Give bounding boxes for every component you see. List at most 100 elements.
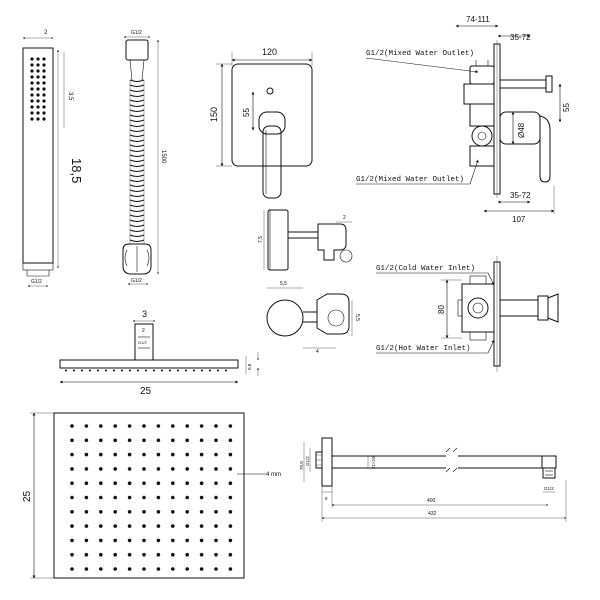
head-top-nozzle bbox=[127, 524, 132, 528]
head-top-nozzle bbox=[171, 524, 175, 528]
head-top-nozzle bbox=[156, 552, 161, 557]
head-top-nozzle bbox=[156, 567, 161, 571]
head-top-nozzle bbox=[171, 424, 175, 428]
head-top-nozzle bbox=[185, 424, 189, 428]
holder-side-drawing: 7,5 2 bbox=[258, 209, 353, 271]
arm-flange-diameter-label: 70,0 bbox=[299, 461, 304, 470]
head-top-nozzle bbox=[99, 538, 103, 543]
hand-shower-nozzle bbox=[36, 87, 40, 91]
head-top-nozzle bbox=[185, 481, 189, 486]
head-top-nozzle bbox=[199, 495, 204, 500]
head-top-nozzle bbox=[113, 495, 117, 500]
head-top-nozzle bbox=[156, 452, 161, 457]
arm-length-label: 400 bbox=[427, 498, 436, 504]
head-top-nozzle bbox=[127, 452, 132, 457]
head-side-nozzle bbox=[137, 369, 139, 372]
head-top-nozzle bbox=[113, 467, 117, 471]
mixer-front-drawing: 120 150 55 bbox=[209, 47, 313, 199]
head-top-nozzle bbox=[185, 552, 189, 557]
head-top-nozzle bbox=[99, 495, 103, 500]
head-top-nozzle bbox=[228, 495, 233, 500]
cold-inlet-label: G1/2(Cold Water Inlet) bbox=[376, 265, 475, 273]
head-top-nozzle bbox=[199, 452, 204, 457]
hot-inlet-label: G1/2(Hot Water Inlet) bbox=[376, 345, 471, 353]
head-side-nozzle bbox=[153, 369, 155, 372]
head-top-nozzle bbox=[214, 467, 218, 471]
head-top-nozzle bbox=[99, 424, 103, 428]
head-top-nozzle bbox=[156, 438, 161, 443]
head-top-nozzle bbox=[199, 538, 204, 543]
hose-spiral bbox=[129, 79, 145, 244]
head-side-nozzle bbox=[113, 369, 115, 372]
hand-shower-nozzle bbox=[42, 99, 46, 103]
head-top-nozzle bbox=[214, 438, 218, 443]
head-top-nozzle bbox=[84, 552, 89, 557]
head-top-nozzle bbox=[214, 424, 218, 428]
head-top-nozzle bbox=[127, 567, 132, 571]
hand-shower-nozzle bbox=[30, 75, 34, 79]
mixer-wall-range-top-label: 35-72 bbox=[510, 33, 531, 42]
hand-shower-drawing: 2 3,5 18,5 G1/2 bbox=[22, 30, 84, 287]
mixed-outlet-top-label: G1/2(Mixed Water Outlet) bbox=[366, 50, 474, 58]
head-top-nozzle bbox=[171, 552, 175, 557]
hand-shower-body bbox=[22, 47, 54, 277]
head-top-nozzle bbox=[99, 510, 103, 514]
mixer-side-body bbox=[463, 60, 495, 167]
head-side-nozzle bbox=[97, 369, 99, 372]
shower-head-side-plate bbox=[59, 359, 239, 369]
hose-top-thread-label: G1/2 bbox=[131, 30, 142, 36]
head-side-nozzle bbox=[129, 369, 131, 372]
head-top-nozzle bbox=[84, 510, 89, 514]
hand-shower-nozzle bbox=[30, 105, 34, 109]
head-top-nozzle bbox=[228, 524, 233, 528]
shower-arm-drawing: 70,0 G1/2 21×18 8 400 432 G1/2 bbox=[299, 437, 567, 522]
head-top-nozzle bbox=[99, 567, 103, 571]
hand-shower-nozzle bbox=[30, 81, 34, 85]
head-top-nozzle bbox=[171, 510, 175, 514]
hose-drawing: G1/2 G1/2 1500 bbox=[122, 30, 166, 285]
hand-shower-nozzle bbox=[36, 57, 40, 61]
mixer-side-drawing: 74-111 35-72 G1/2(Mixed Water Outlet) 55 bbox=[356, 15, 571, 224]
hand-shower-nozzle bbox=[42, 93, 46, 97]
head-top-nozzle bbox=[142, 438, 146, 443]
head-top-nozzle bbox=[84, 524, 89, 528]
head-top-nozzle bbox=[199, 524, 204, 528]
head-top-nozzle bbox=[228, 438, 233, 443]
head-top-nozzle bbox=[171, 438, 175, 443]
head-top-nozzle bbox=[199, 424, 204, 428]
hand-shower-nozzle bbox=[42, 81, 46, 85]
head-top-nozzle bbox=[171, 567, 175, 571]
head-top-nozzle bbox=[142, 452, 146, 457]
head-top-nozzle bbox=[171, 538, 175, 543]
head-top-nozzle bbox=[99, 524, 103, 528]
hose-bottom-thread-label: G1/2 bbox=[131, 278, 142, 284]
head-top-nozzle bbox=[228, 567, 233, 571]
hand-shower-nozzle bbox=[30, 99, 34, 103]
head-top-nozzle bbox=[214, 481, 218, 486]
ceiling-arm-connector: 2 G1/2 bbox=[134, 323, 154, 361]
hand-shower-width-label: 2 bbox=[44, 30, 48, 36]
holder-top-offset-label: 4 bbox=[316, 349, 319, 355]
hand-shower-nozzle bbox=[36, 99, 40, 103]
mixed-outlet-bottom-label: G1/2(Mixed Water Outlet) bbox=[356, 176, 464, 184]
head-thickness-label: 0,8 bbox=[247, 363, 252, 370]
head-top-nozzle bbox=[113, 424, 117, 428]
arm-height-label: 21×18 bbox=[371, 456, 376, 469]
head-side-nozzle bbox=[185, 369, 187, 372]
head-top-nozzle bbox=[199, 438, 204, 443]
mixer-inlets-drawing: G1/2(Cold Water Inlet) 80 G1/2(Hot Water… bbox=[376, 256, 559, 372]
head-top-nozzle bbox=[185, 524, 189, 528]
head-top-nozzle bbox=[84, 438, 89, 443]
mixer-body-diameter-label: Ø48 bbox=[517, 122, 526, 138]
mixer-right-offset-label: 55 bbox=[562, 103, 571, 112]
head-top-nozzle bbox=[113, 481, 117, 486]
shower-head-top-drawing: 25 4 mm bbox=[22, 412, 281, 579]
head-top-nozzle bbox=[214, 567, 218, 571]
hand-shower-length-label: 18,5 bbox=[69, 158, 84, 183]
mixer-wall-range-bottom-label: 35-72 bbox=[510, 191, 531, 200]
shower-arm-tube bbox=[332, 447, 557, 479]
head-top-nozzle bbox=[199, 552, 204, 557]
head-side-nozzle bbox=[145, 369, 147, 372]
hand-shower-nozzle bbox=[30, 63, 34, 67]
